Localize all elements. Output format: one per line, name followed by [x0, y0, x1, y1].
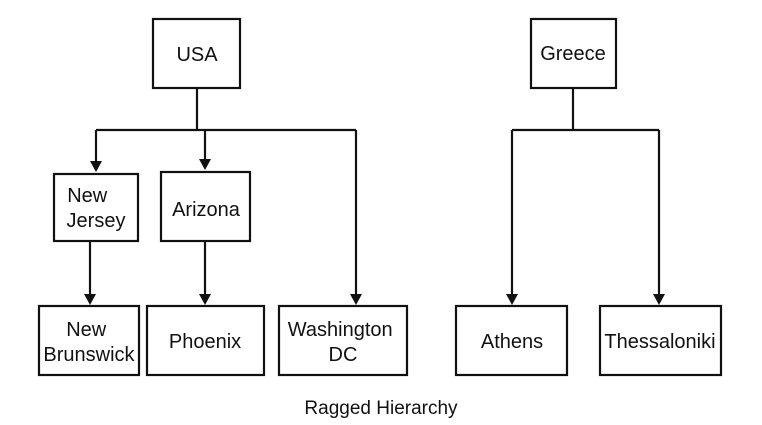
node-label-line: New	[67, 185, 108, 207]
node-label: Athens	[481, 331, 543, 353]
arrow-usa-new-jersey	[90, 161, 102, 172]
node-label-line: Arizona	[172, 199, 241, 221]
node-label-line: DC	[329, 344, 358, 366]
node-label-line: Brunswick	[43, 344, 135, 366]
arrow-usa-washington-dc	[350, 294, 362, 305]
node-label-line: New	[66, 319, 107, 341]
node-washington-dc: Washington DC	[277, 304, 409, 377]
node-label-line: Athens	[481, 331, 543, 353]
arrow-usa-arizona	[199, 159, 211, 170]
node-label-line: USA	[176, 44, 218, 66]
node-greece: Greece	[529, 17, 618, 90]
node-thessaloniki: Thessaloniki	[598, 304, 723, 377]
node-phoenix: Phoenix	[145, 304, 266, 377]
node-usa: USA	[151, 17, 242, 90]
node-new-jersey: New Jersey	[52, 172, 140, 243]
node-label: USA	[176, 44, 218, 66]
node-new-brunswick: New Brunswick	[37, 304, 141, 377]
node-label-line: Greece	[540, 43, 606, 65]
diagram-edges	[84, 88, 665, 305]
node-athens: Athens	[454, 304, 569, 377]
node-label: Greece	[540, 43, 606, 65]
node-label-line: Washington	[288, 319, 393, 341]
node-label: New Jersey	[67, 185, 126, 232]
node-label: Arizona	[172, 199, 241, 221]
arrow-arizona-phoenix	[199, 294, 211, 305]
diagram-caption: Ragged Hierarchy	[304, 398, 458, 419]
node-label: New Brunswick	[43, 319, 135, 366]
node-arizona: Arizona	[159, 170, 252, 243]
node-label-line: Thessaloniki	[604, 331, 715, 353]
node-label-line: Phoenix	[169, 331, 241, 353]
node-label: Thessaloniki	[604, 331, 715, 353]
node-label: Washington DC	[288, 319, 398, 366]
arrow-new-jersey-new-brunswick	[84, 294, 96, 305]
node-label-line: Jersey	[67, 210, 126, 232]
node-label: Phoenix	[169, 331, 241, 353]
arrow-greece-thessaloniki	[653, 294, 665, 305]
arrow-greece-athens	[506, 294, 518, 305]
